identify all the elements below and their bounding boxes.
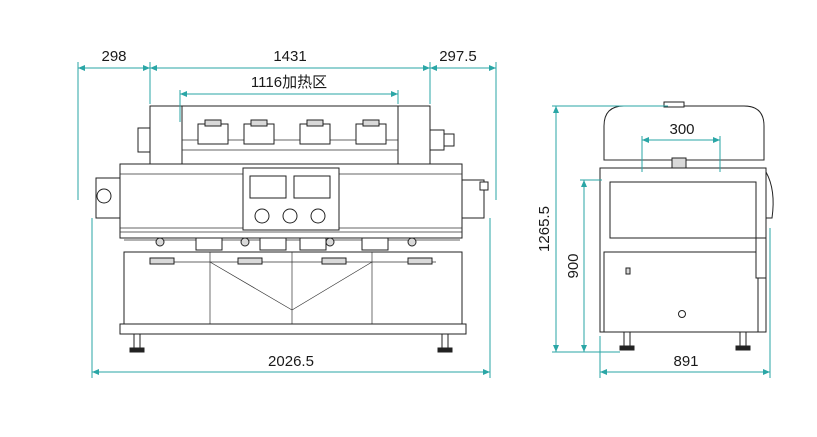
right-conveyor-end: [461, 179, 485, 219]
dim-table-height-label: 900: [565, 253, 582, 278]
side-knob: [678, 310, 686, 318]
side-lower-panel: [603, 251, 759, 333]
side-view: 300 1265.5 900 891: [536, 101, 774, 378]
knob-1: [254, 208, 270, 224]
left-end-cap: [149, 105, 183, 165]
dim-depth-label: 891: [673, 353, 698, 370]
dim-right-margin-label: 297.5: [439, 48, 477, 65]
side-upper-panel: [609, 181, 757, 239]
base-frame: [119, 323, 467, 335]
left-fitting: [137, 127, 151, 153]
left-roller: [96, 188, 112, 204]
dim-heating-zone-label: 1116加热区: [251, 74, 327, 91]
dim-left-margin-label: 298: [101, 48, 126, 65]
top-oven-housing: [149, 105, 431, 165]
dim-total-width-label: 2026.5: [268, 353, 314, 370]
foot-left: [133, 333, 141, 349]
side-foot-left: [623, 331, 631, 347]
nozzle-row: [155, 237, 417, 251]
front-view: 298 1431 297.5 1116加热区 2026.5: [77, 48, 497, 378]
dim-top-width-label: 300: [669, 121, 694, 138]
dim-total-height-label: 1265.5: [536, 206, 553, 252]
right-fitting: [429, 129, 445, 151]
display-left: [249, 175, 287, 199]
lower-cabinet: [123, 251, 463, 325]
side-foot-right: [739, 331, 747, 347]
foot-right: [441, 333, 449, 349]
dim-center-width-label: 1431: [273, 48, 306, 65]
knob-2: [282, 208, 298, 224]
right-end-cap: [397, 105, 431, 165]
side-right-bracket: [765, 170, 774, 219]
heater-heads: [197, 119, 387, 145]
display-right: [293, 175, 331, 199]
side-top-hood: [603, 105, 765, 161]
knob-3: [310, 208, 326, 224]
